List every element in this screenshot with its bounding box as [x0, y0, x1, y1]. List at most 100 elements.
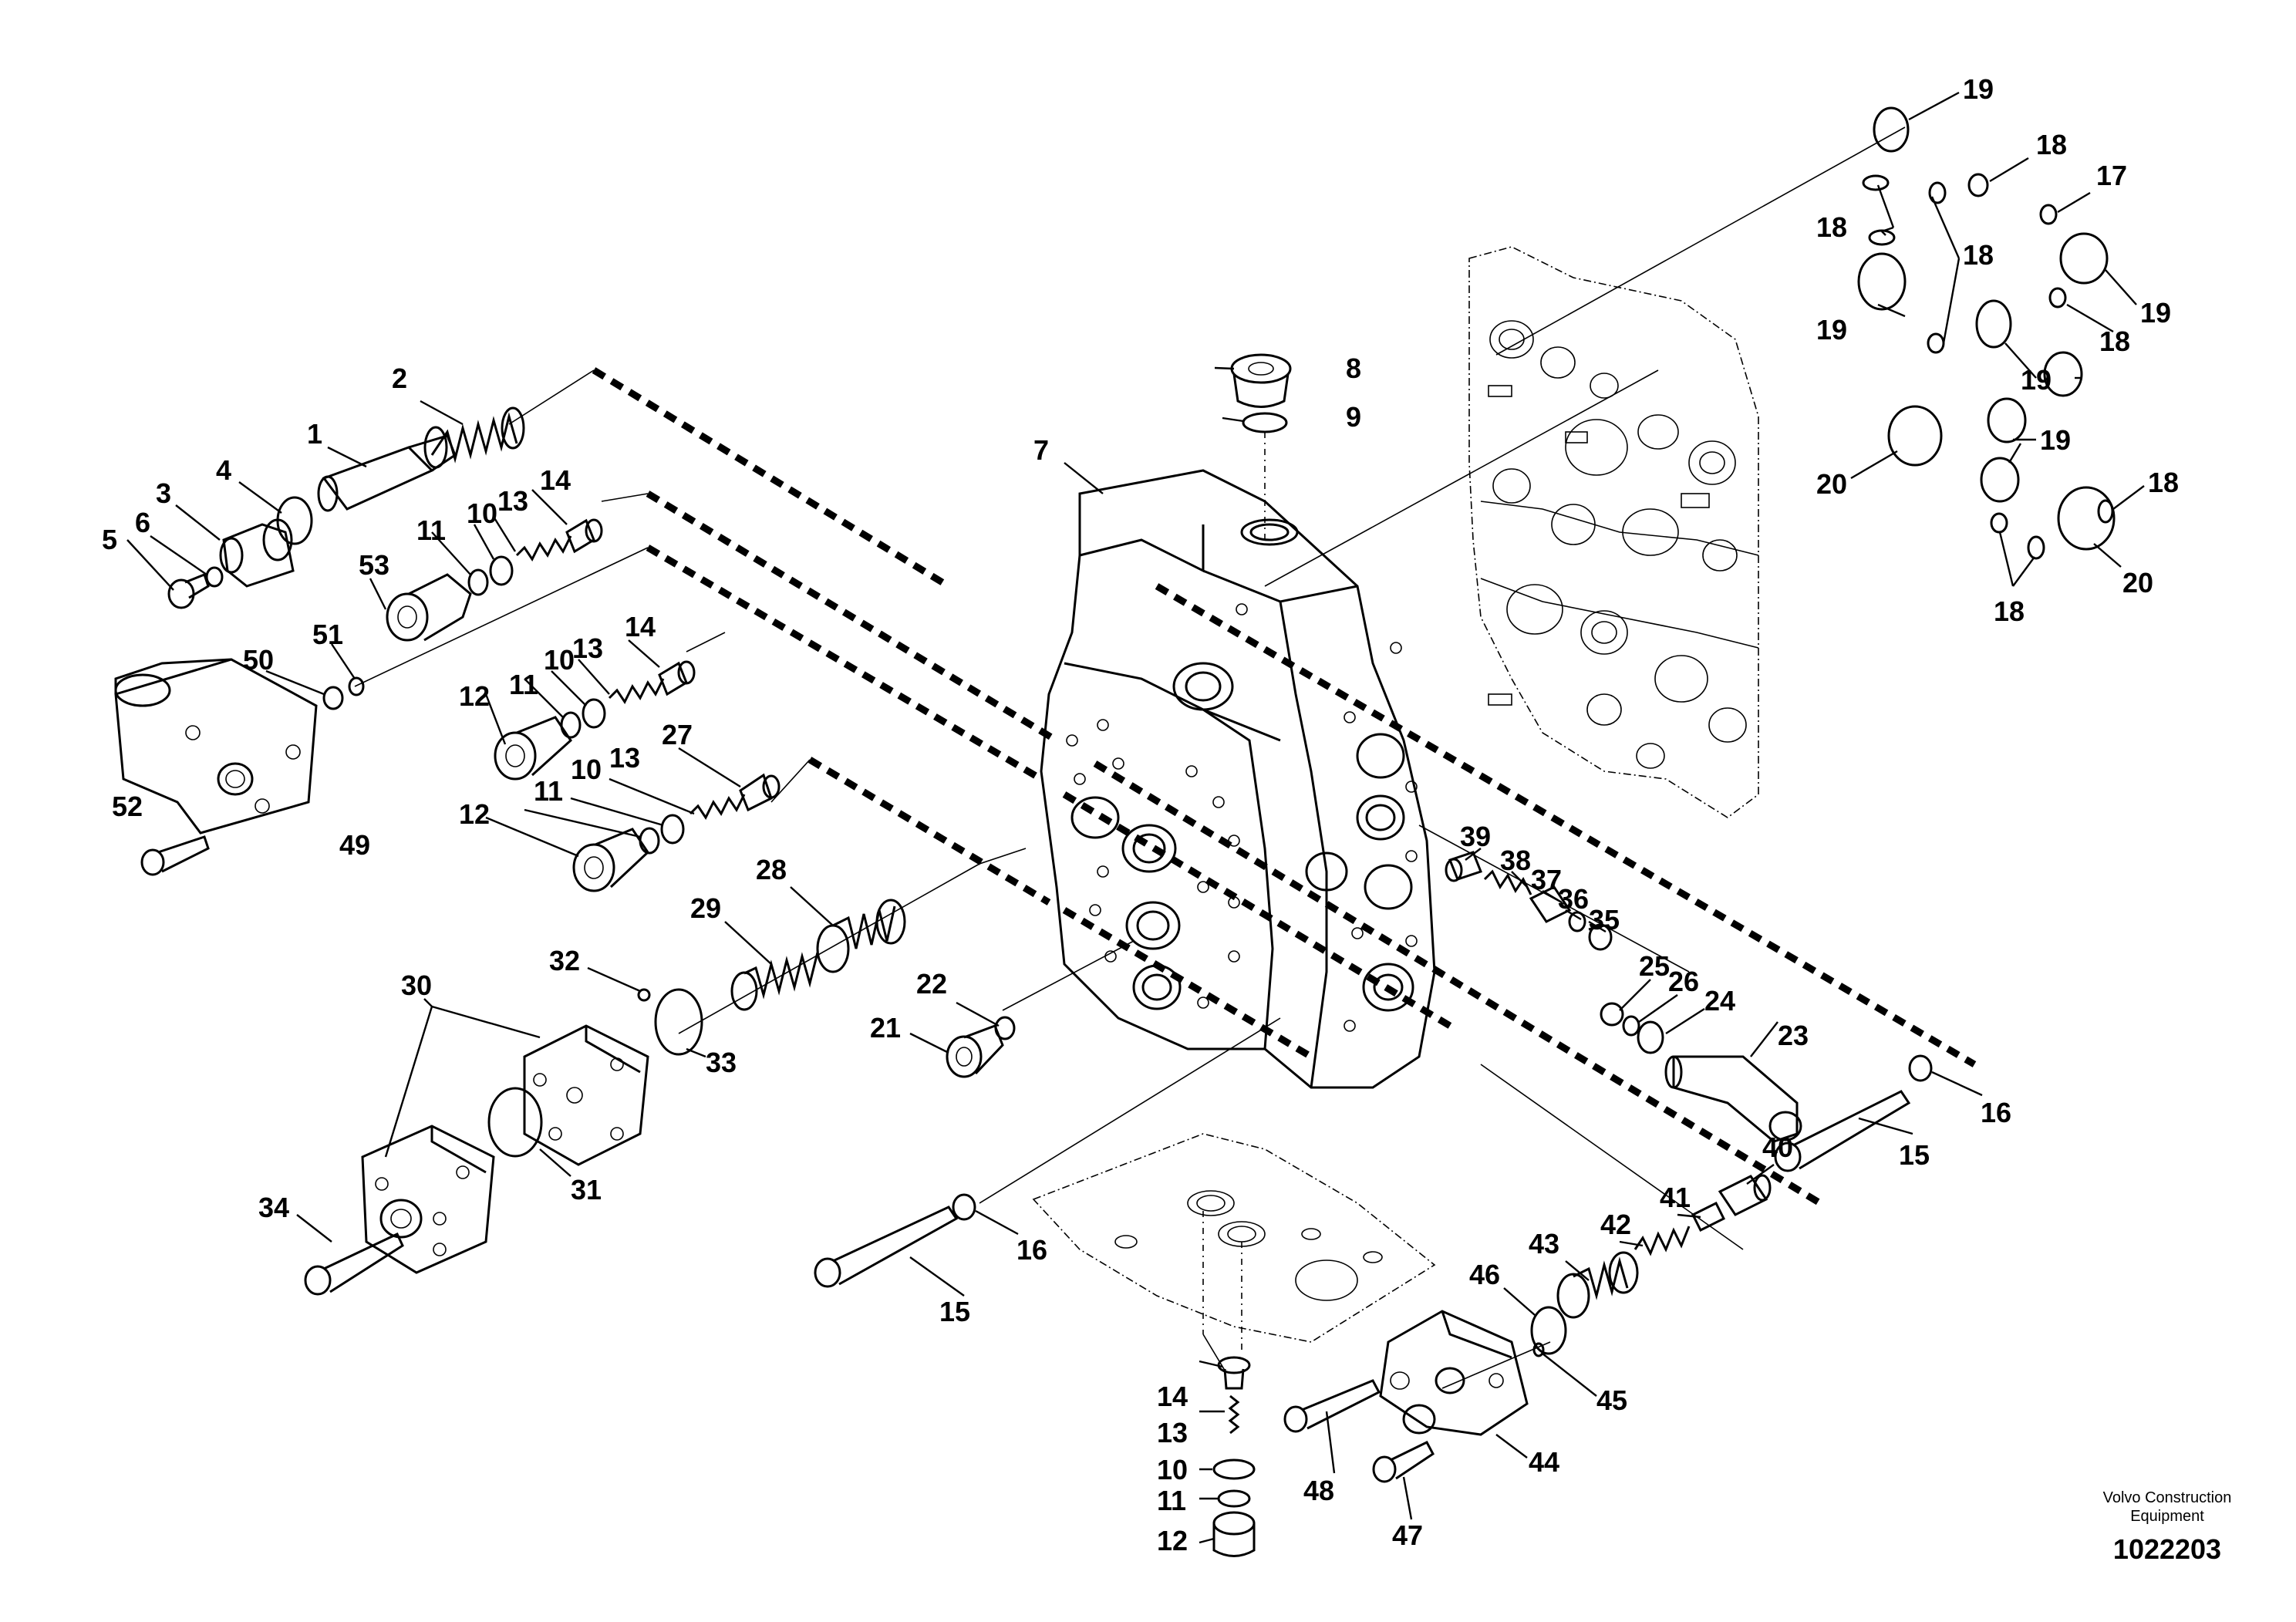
part-18-o-ring — [1967, 173, 1989, 197]
part-44-block — [1379, 1310, 1529, 1436]
part-14-poppet — [1217, 1356, 1251, 1390]
callout-48: 48 — [1303, 1475, 1334, 1506]
part-24-o-ring — [1637, 1020, 1664, 1054]
callout-23: 23 — [1778, 1020, 1809, 1051]
part-31-o-ring — [487, 1087, 543, 1158]
part-30-cover — [361, 1125, 495, 1274]
part-26-o-ring — [1622, 1015, 1640, 1037]
part-10-o-ring — [660, 814, 685, 845]
callout-37: 37 — [1531, 864, 1562, 895]
callout-13: 13 — [572, 632, 603, 664]
part-6-washer — [205, 566, 224, 588]
callout-14: 14 — [1157, 1381, 1188, 1412]
part-23-relief-valve — [1664, 1055, 1802, 1143]
part-42-spring — [1633, 1226, 1691, 1256]
callout-1: 1 — [307, 418, 322, 450]
callout-18: 18 — [2148, 467, 2179, 498]
callout-12: 12 — [459, 680, 490, 712]
part-47-bolt — [1372, 1441, 1435, 1483]
part-41-poppet — [1691, 1201, 1726, 1233]
part-36-o-ring — [1568, 911, 1586, 932]
callout-45: 45 — [1596, 1384, 1627, 1416]
callout-10: 10 — [571, 754, 602, 785]
part-3-cap — [219, 518, 295, 588]
callout-29: 29 — [690, 892, 721, 924]
callout-18: 18 — [1963, 239, 1994, 271]
part-13-spring — [689, 794, 746, 820]
callout-41: 41 — [1660, 1182, 1691, 1213]
part-46-o-ring — [1530, 1306, 1567, 1355]
part-9-o-ring — [1242, 412, 1288, 433]
callout-15: 15 — [1899, 1139, 1930, 1171]
callout-38: 38 — [1500, 845, 1531, 876]
part-45-o-ring — [1532, 1342, 1545, 1357]
callout-18: 18 — [1994, 595, 2025, 627]
part-12-plug — [572, 828, 649, 892]
part-10-o-ring — [1212, 1458, 1256, 1480]
part-13-spring — [608, 678, 665, 704]
part-10-o-ring — [489, 555, 514, 586]
callout-7: 7 — [1033, 434, 1049, 466]
callout-13: 13 — [497, 485, 528, 517]
part-48-bolt — [1283, 1379, 1381, 1433]
part-37-piston — [1529, 885, 1572, 923]
callout-36: 36 — [1558, 883, 1589, 915]
callout-4: 4 — [216, 454, 231, 486]
part-28-spring — [816, 899, 906, 973]
part-33-o-ring — [654, 988, 703, 1056]
part-18-o-ring — [2048, 287, 2067, 309]
part-51-o-ring — [348, 676, 365, 696]
callout-20: 20 — [2122, 567, 2153, 599]
part-11-o-ring — [560, 711, 582, 739]
callout-53: 53 — [359, 549, 389, 581]
callout-labels: 1 2 3 4 5 6 7 8 9 10 11 13 14 53 50 51 1… — [102, 73, 2179, 1556]
callout-26: 26 — [1668, 966, 1699, 997]
part-22-o-ring — [994, 1016, 1016, 1040]
part-53-plug — [386, 573, 472, 642]
part-11-o-ring — [1217, 1489, 1251, 1508]
gasket-plate-lower — [1032, 1133, 1436, 1343]
callout-51: 51 — [312, 619, 343, 650]
part-11-o-ring — [639, 827, 660, 855]
part-29-spring — [730, 952, 819, 1011]
callout-47: 47 — [1392, 1519, 1423, 1551]
callout-11: 11 — [1157, 1485, 1186, 1516]
part-5-screw — [167, 573, 210, 609]
part-10-o-ring — [582, 698, 606, 729]
part-17-o-ring — [2039, 204, 2058, 225]
callout-16: 16 — [1981, 1097, 2011, 1128]
part-19-o-ring — [1987, 397, 2027, 443]
callout-22: 22 — [916, 968, 947, 1000]
part-18-o-ring — [1862, 174, 1890, 191]
part-30-cover — [523, 1024, 649, 1166]
part-14-poppet — [565, 518, 603, 554]
part-18-o-ring — [1927, 332, 1945, 354]
callout-10: 10 — [467, 497, 497, 529]
callout-18: 18 — [2036, 129, 2067, 160]
part-12-plug — [1212, 1511, 1256, 1557]
callout-3: 3 — [156, 477, 171, 509]
callout-8: 8 — [1346, 352, 1361, 384]
callout-19: 19 — [2040, 424, 2071, 456]
callout-28: 28 — [756, 854, 787, 885]
callout-10: 10 — [1157, 1454, 1188, 1485]
part-19-o-ring — [1857, 252, 1907, 311]
callout-18: 18 — [1816, 211, 1847, 243]
part-19-o-ring — [2043, 351, 2083, 397]
callout-18: 18 — [2099, 325, 2130, 357]
callout-35: 35 — [1589, 904, 1620, 936]
callout-16: 16 — [1017, 1234, 1047, 1266]
part-12-plug — [494, 716, 572, 781]
callout-46: 46 — [1469, 1259, 1500, 1290]
callout-43: 43 — [1529, 1228, 1559, 1259]
callout-27: 27 — [662, 719, 693, 750]
valve-body — [1040, 469, 1436, 1089]
part-52-bolt — [140, 835, 210, 876]
part-15-bolt — [814, 1206, 959, 1288]
part-38-spring — [1483, 869, 1532, 895]
part-19-o-ring — [1975, 299, 2012, 349]
part-25-o-ring — [1600, 1002, 1624, 1027]
callout-12: 12 — [1157, 1525, 1188, 1556]
part-19-o-ring — [2059, 232, 2109, 285]
callout-5: 5 — [102, 524, 117, 555]
